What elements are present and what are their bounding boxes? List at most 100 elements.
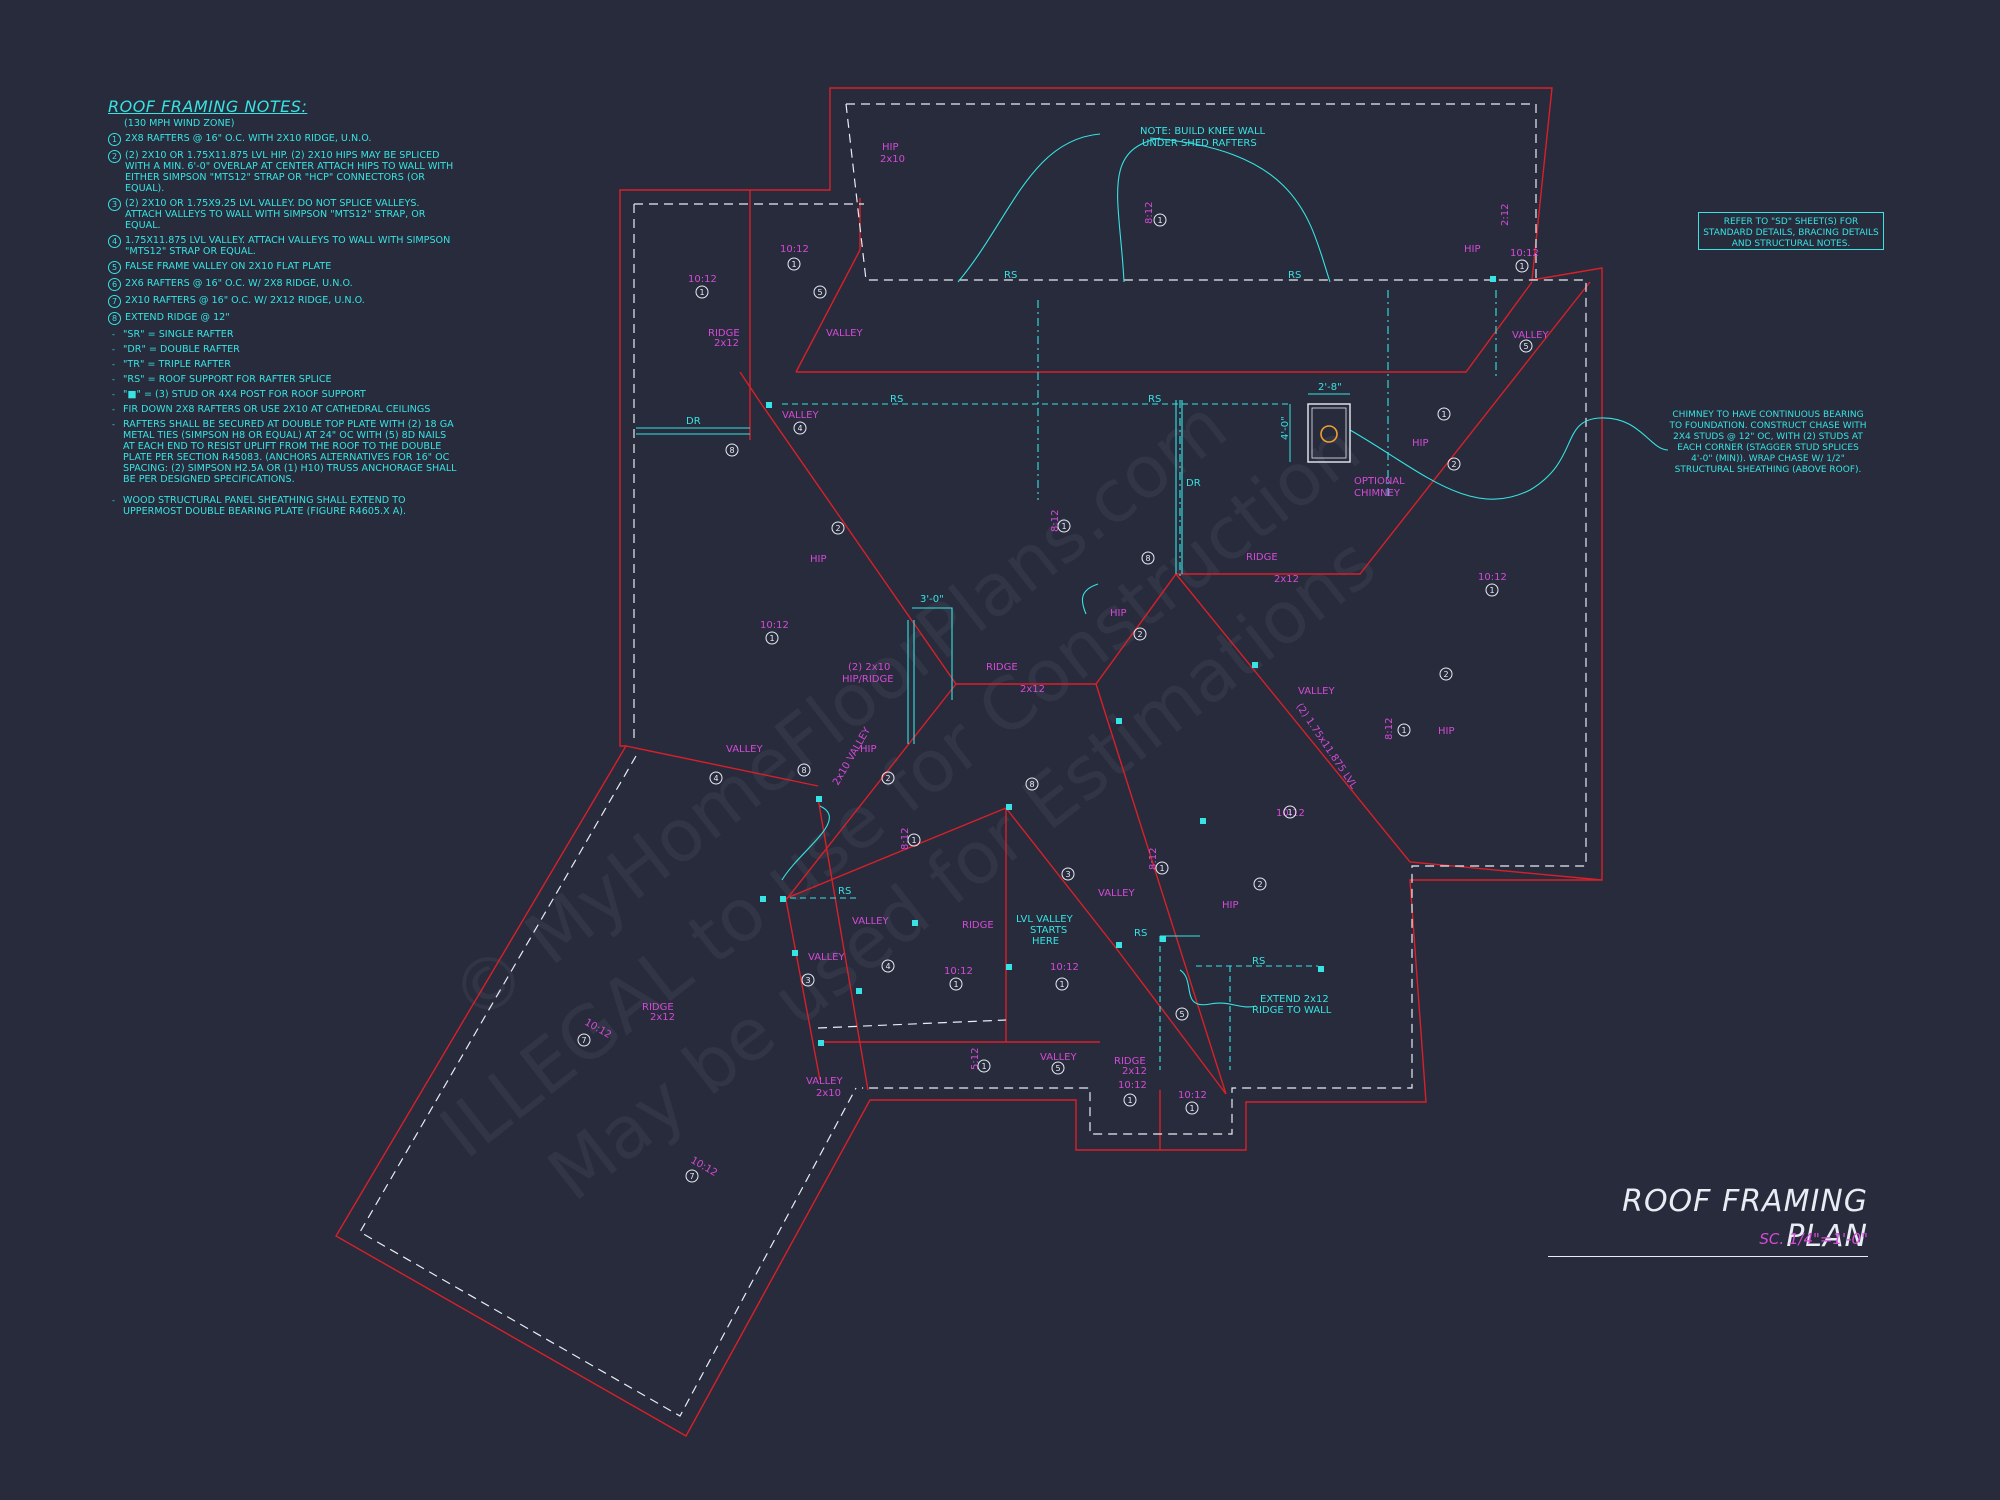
valley-label-1: VALLEY [826,328,864,339]
bubble-num-12: 2 [835,524,840,533]
chimney-box-inner [1311,407,1347,459]
bubble-num-9: 1 [1441,410,1446,419]
bubble-num-36: 1 [1189,1104,1194,1113]
bubble-33 [977,1059,991,1073]
rs-label-4: RS [1148,394,1161,405]
bubble-num-14: 1 [1489,586,1494,595]
bubble-num-20: 2 [885,774,890,783]
bubble-num-24: 1 [911,836,916,845]
pitch-label-10: 10:12 [1178,1090,1207,1101]
bubble-9 [1437,407,1451,421]
bubble-5 [725,443,739,457]
bubble-15 [765,631,779,645]
bubble-num-29: 4 [885,962,890,971]
post-4 [1116,718,1122,724]
lvl-valley-note-3: HERE [1032,936,1059,947]
bubble-num-31: 1 [1059,980,1064,989]
bubble-num-33: 1 [981,1062,986,1071]
valley-2x10-diag: 2x10 VALLEY [831,725,873,787]
chimney-leader [1349,417,1669,500]
post-13 [1006,964,1012,970]
pitch-label-4: 10:12 [1478,572,1507,583]
post-9 [780,896,786,902]
bubble-25 [1155,861,1169,875]
bubble-num-22: 8 [1029,780,1034,789]
pitch-label-18: 5:12 [970,1048,981,1070]
rs-label-6: RS [1134,928,1147,939]
post-3 [1252,662,1258,668]
bubble-26 [1061,867,1075,881]
bubble-29 [881,959,895,973]
bubble-7 [1515,259,1529,273]
bubble-num-15: 1 [769,634,774,643]
plan-title: ROOF FRAMING PLAN [1548,1184,1868,1257]
pitch-label-14: 8:12 [1050,510,1061,532]
wall-dash-2 [845,103,1587,1135]
note-4-text: 1.75x11.875 LVL VALLEY. ATTACH VALLEYS T… [125,235,451,257]
bubble-19 [709,771,723,785]
bubble-num-28: 3 [805,976,810,985]
rs-line-3 [780,897,1318,1070]
note-3-number: 3 [108,198,121,211]
size-label-7: 2x10 [816,1088,841,1099]
bubble-num-30: 1 [953,980,958,989]
bubble-num-6: 1 [1157,216,1162,225]
post-5 [1200,818,1206,824]
roof-framing-notes: ROOF FRAMING NOTES: (130 MPH WIND ZONE) … [108,98,458,521]
valley-leader [781,583,1099,881]
hip-label-8: HIP [1222,900,1239,911]
rs-line-2 [1037,290,1497,578]
optional-chimney-label-2: CHIMNEY [1354,488,1401,499]
hip-line-12 [817,797,869,1091]
bubble-12 [831,521,845,535]
knee-wall-note-2: UNDER SHED RAFTERS [1142,138,1257,149]
bubble-8 [1519,339,1533,353]
bubble-20 [881,771,895,785]
post-15 [1160,936,1166,942]
ridge-label-4: RIDGE [962,920,994,931]
bubble-6 [1153,213,1167,227]
hip-line-1 [759,281,1591,685]
bubble-32 [1175,1007,1189,1021]
knee-wall-leader-2 [1117,137,1161,283]
bubble-30 [949,977,963,991]
pitch-label-11: 10:12 [583,1017,613,1041]
bubble-24 [907,833,921,847]
hip-line-2 [795,198,861,373]
note-2: 2(2) 2x10 OR 1.75x11.875 LVL HIP. (2) 2x… [108,150,458,194]
hip-line-7 [781,807,1007,901]
legend-tr-text: "TR" = TRIPLE RAFTER [123,359,231,370]
bubble-num-38: 7 [689,1172,694,1181]
wall-lines-dashed [359,103,1587,1417]
bubble-21 [797,763,811,777]
valley-label-10: VALLEY [806,1076,844,1087]
legend-rafters-secured: -RAFTERS SHALL BE SECURED AT DOUBLE TOP … [112,419,457,485]
bubble-num-1: 1 [791,260,796,269]
legend-dr-text: "DR" = DOUBLE RAFTER [123,344,240,355]
pitch-label-2: 10:12 [688,274,717,285]
bubble-num-10: 2 [1451,460,1456,469]
dr-label-1: DR [686,416,701,427]
reference-note-box: REFER TO "SD" SHEET(S) FOR STANDARD DETA… [1698,212,1884,250]
bubble-num-21: 8 [801,766,806,775]
size-label-2: 2x12 [714,338,739,349]
hip-label-4: HIP [810,554,827,565]
bubble-3 [813,285,827,299]
bubble-34 [1051,1061,1065,1075]
ridge-label-6: RIDGE [1114,1056,1146,1067]
note-6: 62x6 RAFTERS @ 16" O.C. W/ 2x8 RIDGE, U.… [108,278,458,291]
legend-rs-text: "RS" = ROOF SUPPORT FOR RAFTER SPLICE [123,374,332,385]
cyan-labels: NOTE: BUILD KNEE WALL UNDER SHED RAFTERS… [686,126,1332,1016]
hip-label-2: HIP [1464,244,1481,255]
note-1-number: 1 [108,133,121,146]
bubble-num-13: 8 [1145,554,1150,563]
magenta-labels: HIP 2x10 10:12 10:12 RIDGE 2x12 VALLEY V… [583,142,1550,1179]
legend-sheathing: -WOOD STRUCTURAL PANEL SHEATHING SHALL E… [108,495,458,517]
chimney-box [1307,403,1351,463]
bubble-num-4: 4 [797,424,802,433]
hip-line-4 [1175,573,1603,881]
note-4: 41.75x11.875 LVL VALLEY. ATTACH VALLEYS … [108,235,458,257]
chimney-dim-width: 2'-8" [1318,382,1342,393]
